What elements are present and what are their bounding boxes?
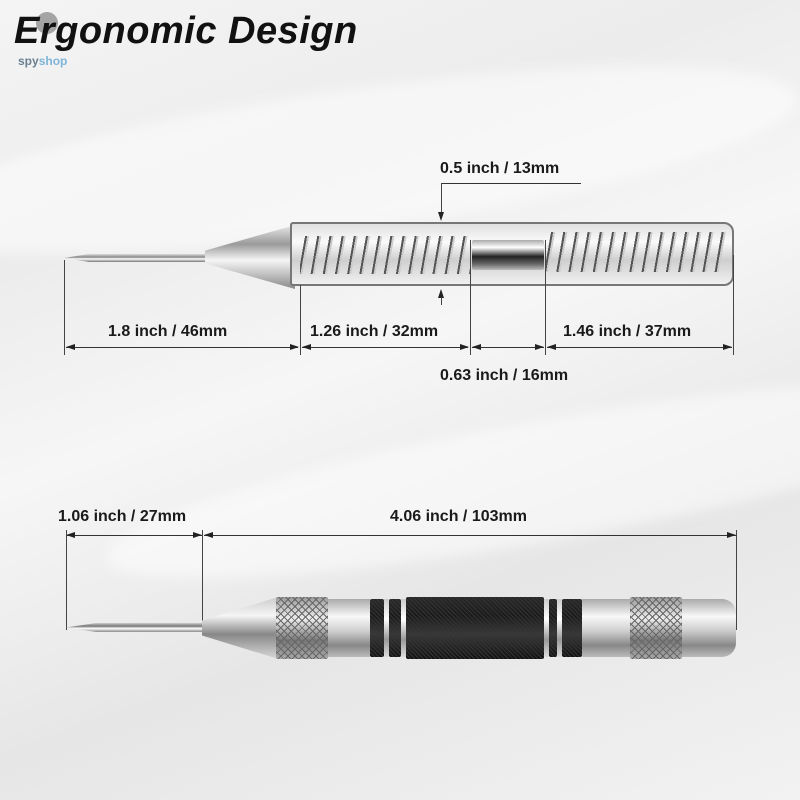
diameter-leader-vertical (441, 183, 442, 213)
chrome-ring (557, 599, 562, 657)
extension-line (66, 530, 67, 630)
arrow-down-icon (438, 212, 444, 221)
arrow-right-icon (535, 344, 544, 350)
arrow-left-icon (472, 344, 481, 350)
dimension-line (66, 347, 298, 348)
logo-text: spyshop (18, 54, 68, 68)
black-band (549, 599, 557, 657)
logo-circle-icon (36, 12, 58, 34)
extension-line (736, 530, 737, 630)
extension-line (300, 285, 301, 355)
front-spring-length-label: 1.26 inch / 32mm (310, 323, 439, 340)
chrome-ring (384, 599, 389, 657)
tip-cone (202, 597, 278, 659)
front-spring (300, 236, 470, 274)
end-cap (682, 599, 736, 657)
dimension-line (302, 347, 468, 348)
hammer-rod (472, 240, 544, 270)
black-band (370, 599, 384, 657)
tip-length-label: 1.8 inch / 46mm (108, 323, 228, 340)
extension-line (545, 240, 546, 355)
arrow-up-icon (438, 289, 444, 298)
black-band (562, 599, 582, 657)
chrome-ring (544, 599, 549, 657)
rear-spring-length-label: 1.46 inch / 37mm (563, 323, 692, 340)
tip-length-label: 1.06 inch / 27mm (58, 508, 187, 525)
black-band (389, 599, 401, 657)
extension-line (733, 255, 734, 355)
diameter-label: 0.5 inch / 13mm (440, 160, 560, 177)
arrow-left-icon (204, 532, 213, 538)
hammer-length-label: 0.63 inch / 16mm (440, 367, 569, 384)
extension-line (470, 240, 471, 355)
arrow-right-icon (723, 344, 732, 350)
extension-line (202, 530, 203, 625)
dimension-line (547, 347, 732, 348)
extension-line (64, 260, 65, 355)
front-knurled-collar (276, 597, 328, 659)
arrow-right-icon (727, 532, 736, 538)
arrow-right-icon (193, 532, 202, 538)
dimension-line (472, 347, 544, 348)
diameter-leader-bottom (441, 297, 442, 305)
dimension-line (204, 535, 736, 536)
arrow-right-icon (290, 344, 299, 350)
rear-knurled-collar (630, 597, 682, 659)
arrow-left-icon (66, 532, 75, 538)
tip-needle (64, 254, 264, 262)
dimension-line (66, 535, 202, 536)
arrow-left-icon (302, 344, 311, 350)
tip-needle (66, 623, 211, 632)
page-title: Ergonomic Design (14, 10, 358, 52)
arrow-right-icon (460, 344, 469, 350)
chrome-section (582, 599, 630, 657)
arrow-left-icon (547, 344, 556, 350)
diameter-leader-line (441, 183, 581, 184)
black-knurled-grip (406, 597, 544, 659)
rear-spring (546, 232, 726, 272)
chrome-section (328, 599, 370, 657)
arrow-left-icon (66, 344, 75, 350)
body-length-label: 4.06 inch / 103mm (390, 508, 527, 525)
chrome-ring (401, 599, 406, 657)
